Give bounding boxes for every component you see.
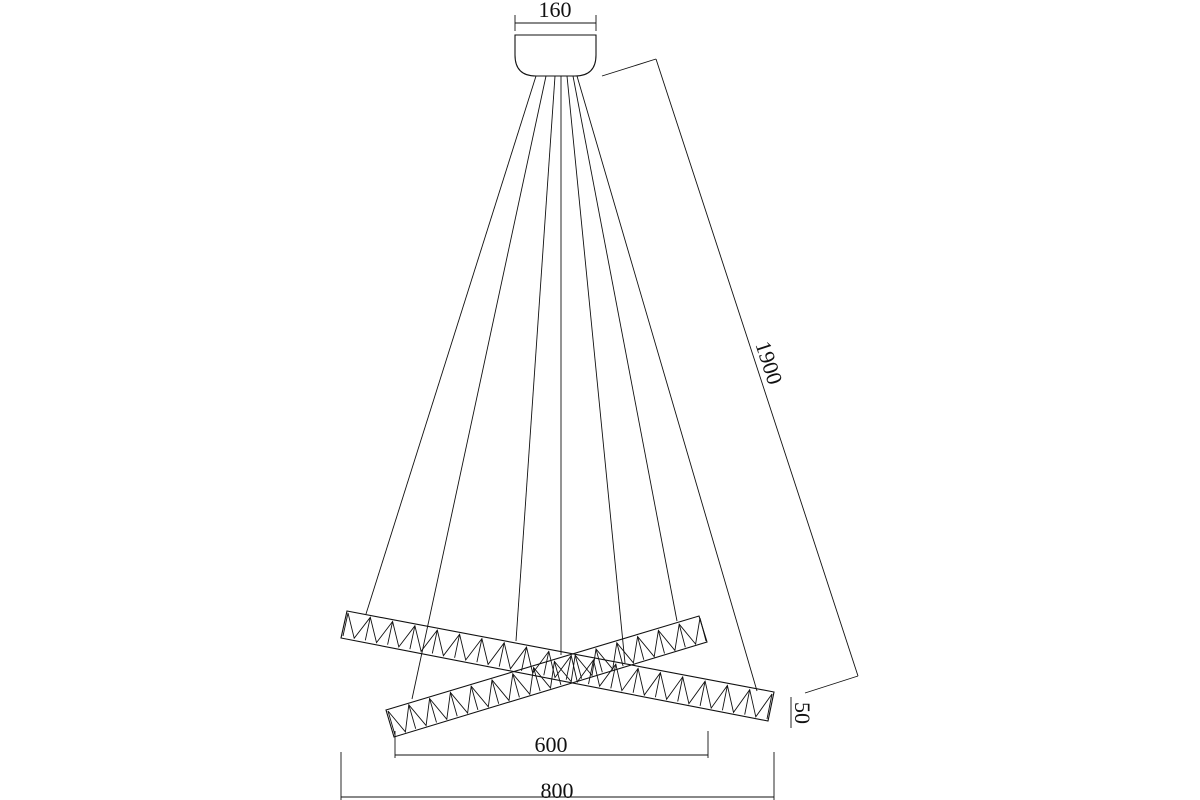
crystal-facet [766,693,773,720]
ring-thickness-label: 50 [790,702,815,724]
canopy-width-label: 160 [539,0,572,22]
crystal-zigzag [387,617,701,733]
crystal-facet [454,634,461,658]
suspension-cable [566,75,626,664]
crystal-facet [721,685,728,711]
crystal-facet [574,655,583,679]
crystal-facet [588,659,594,685]
outer-ring-crystal-pattern [342,612,773,720]
crystal-facet [657,630,665,654]
crystal-facet [565,655,572,680]
suspension-cable [572,75,678,622]
crystal-facet [677,676,684,702]
crystal-facet [387,621,394,645]
crystal-facet [699,681,706,706]
crystal-facet [429,698,437,723]
suspension-cable [576,75,758,692]
ring-thickness-dimension: 50 [790,697,815,728]
crystal-facet [409,625,416,650]
crystal-facet [595,648,603,673]
crystal-facet [543,651,550,676]
crystal-facet [521,647,527,671]
suspension-cable [365,75,537,615]
canopy-width-dimension: 160 [514,0,597,31]
crystal-facet [476,638,483,663]
outer-diameter-label: 800 [541,778,574,800]
suspension-cables [365,75,758,700]
crystal-facet [610,664,617,689]
crystal-facet [491,679,500,704]
crystal-facet [632,668,639,693]
ceiling-canopy [514,34,597,77]
crystal-facet [654,672,661,698]
crystal-facet [470,686,479,711]
inner-ring [385,615,708,738]
inner-ring-crystal-pattern [387,617,707,736]
crystal-facet [408,704,417,729]
crystal-zigzag [347,612,773,718]
crystal-facet [449,692,458,717]
crystal-facet [553,661,562,686]
crystal-facet [431,630,438,654]
drop-height-label: 1900 [750,338,787,388]
inner-diameter-dimension: 600 [394,731,709,758]
crystal-facet [498,642,505,667]
suspension-cable [515,75,556,642]
outer-diameter-dimension: 800 [340,752,775,800]
crystal-facet [387,710,396,736]
inner-diameter-label: 600 [535,732,568,757]
crystal-facet [342,612,349,637]
crystal-facet [744,689,751,715]
crystal-facet [512,673,520,698]
crystal-facet [637,636,645,660]
suspension-cable [411,75,547,700]
crystal-facet [364,617,371,641]
crystal-facet [699,617,707,642]
crystal-facet [616,642,624,667]
crystal-facet [533,667,541,692]
crystal-facet [678,624,686,648]
